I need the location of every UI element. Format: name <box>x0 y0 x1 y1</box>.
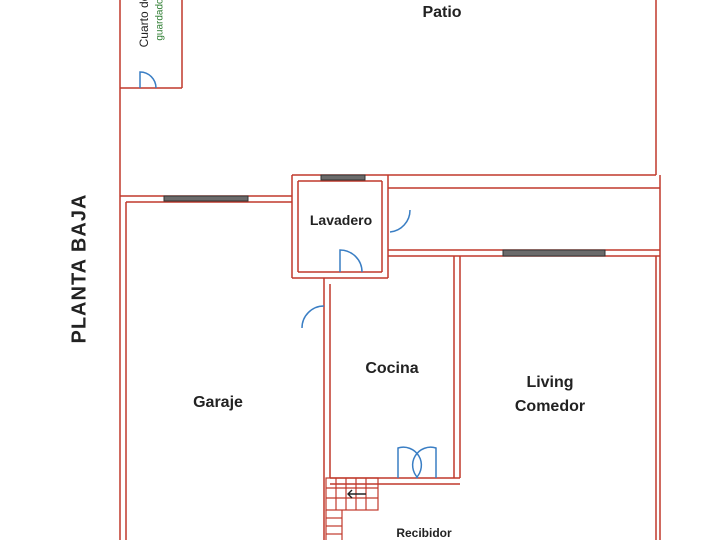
room-label-patio: Patio <box>422 4 462 21</box>
room-label-guardado: guardado <box>154 0 166 41</box>
door-cocina-double <box>397 446 437 479</box>
room-label-cuarto: Cuarto de <box>137 0 151 48</box>
door-lavadero-bottom <box>339 249 363 273</box>
room-label-living: Living <box>526 374 574 391</box>
room-label-lavadero: Lavadero <box>309 212 373 228</box>
room-label-comedor: Comedor <box>514 398 586 415</box>
windows <box>163 174 606 257</box>
door-cuarto <box>139 71 157 89</box>
room-label-recibidor: Recibidor <box>396 526 452 540</box>
window-living-top <box>502 249 606 257</box>
door-cocina <box>301 305 325 329</box>
room-label-cocina: Cocina <box>365 360 419 377</box>
doors <box>139 71 437 479</box>
walls <box>119 0 661 540</box>
plan-title: PLANTA BAJA <box>68 193 91 344</box>
window-lavadero-top <box>320 174 366 181</box>
door-lavadero-side <box>389 209 411 233</box>
window-garaje-top <box>163 195 249 202</box>
room-label-garaje: Garaje <box>193 394 243 411</box>
stairs <box>325 477 379 540</box>
